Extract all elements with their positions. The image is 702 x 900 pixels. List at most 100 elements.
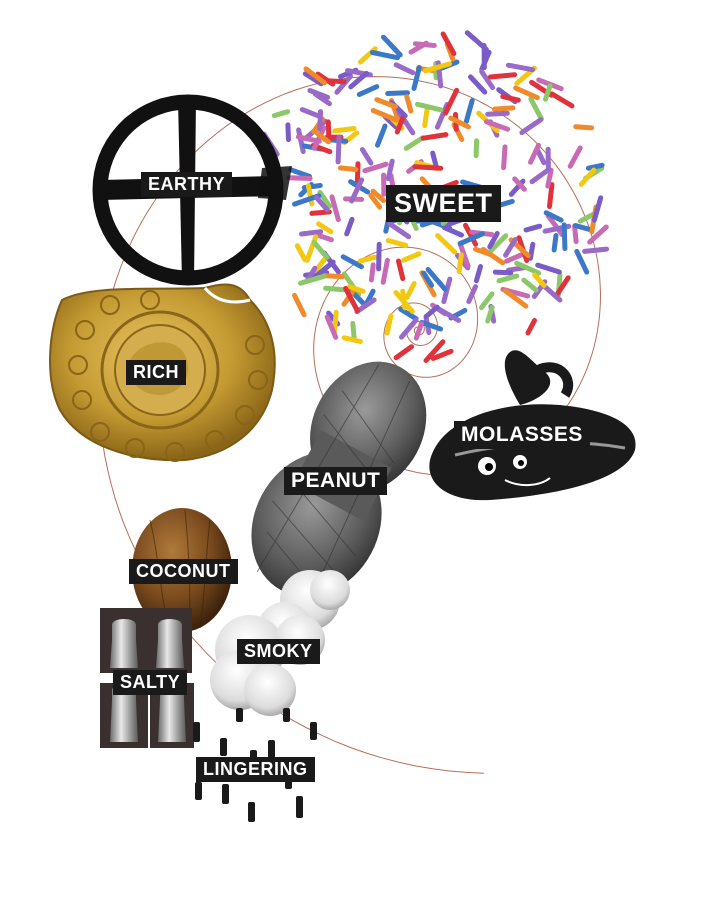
sprinkle bbox=[435, 233, 458, 255]
sprinkle bbox=[334, 73, 353, 95]
sprinkle bbox=[582, 246, 610, 254]
sprinkle bbox=[422, 105, 430, 129]
sprinkle bbox=[271, 109, 291, 119]
sprinkle bbox=[514, 260, 542, 276]
sprinkle bbox=[315, 71, 336, 87]
sprinkle bbox=[463, 222, 479, 247]
sprinkle bbox=[473, 246, 493, 257]
sprinkle bbox=[387, 221, 412, 240]
sprinkle bbox=[359, 147, 374, 166]
sprinkle bbox=[317, 189, 333, 209]
sprinkle bbox=[354, 161, 361, 185]
sprinkle bbox=[316, 221, 334, 235]
sprinkle bbox=[375, 123, 388, 148]
sprinkle bbox=[385, 238, 409, 248]
sprinkle bbox=[547, 182, 555, 209]
sprinkle bbox=[370, 188, 386, 203]
sprinkle bbox=[512, 176, 527, 192]
sprinkle bbox=[528, 142, 541, 165]
sprinkle bbox=[296, 127, 306, 154]
sprinkle bbox=[578, 167, 597, 187]
sprinkle bbox=[299, 107, 321, 119]
sprinkle bbox=[401, 251, 422, 263]
sprinkle bbox=[573, 124, 595, 131]
sprinkle bbox=[500, 94, 521, 103]
sprinkle bbox=[288, 167, 312, 179]
sprinkle bbox=[587, 224, 609, 245]
sprinkle bbox=[335, 134, 342, 165]
sprinkle bbox=[457, 231, 485, 247]
sprinkle bbox=[298, 273, 327, 286]
sprinkle bbox=[442, 225, 464, 238]
sprinkle bbox=[572, 223, 579, 245]
sprinkle bbox=[348, 70, 369, 90]
sprinkle bbox=[356, 84, 380, 97]
sprinkle bbox=[299, 229, 324, 237]
sprinkle bbox=[479, 291, 495, 311]
sprinkle bbox=[545, 167, 554, 189]
sprinkle bbox=[302, 71, 324, 87]
sprinkle bbox=[396, 109, 416, 136]
sprinkle bbox=[421, 270, 434, 288]
sprinkle bbox=[393, 290, 415, 314]
sprinkle bbox=[473, 138, 480, 159]
sprinkle bbox=[567, 145, 583, 169]
sprinkle bbox=[337, 165, 359, 172]
label-earthy: EARTHY bbox=[141, 172, 233, 197]
sprinkle bbox=[585, 162, 605, 171]
sprinkle bbox=[393, 62, 416, 76]
sprinkle bbox=[479, 69, 495, 90]
sprinkle bbox=[343, 285, 360, 314]
sprinkle bbox=[554, 275, 571, 298]
sprinkle bbox=[502, 288, 529, 309]
sprinkle bbox=[398, 306, 419, 322]
label-sweet: SWEET bbox=[386, 185, 501, 223]
sprinkle bbox=[463, 98, 475, 125]
sprinkle bbox=[385, 158, 395, 182]
sprinkle bbox=[380, 257, 390, 285]
sprinkle bbox=[295, 134, 322, 144]
sprinkle bbox=[294, 243, 308, 263]
sprinkle bbox=[440, 31, 457, 57]
sprinkle bbox=[430, 348, 454, 361]
label-coconut: COCONUT bbox=[129, 559, 238, 584]
sprinkle bbox=[411, 64, 422, 91]
sprinkle bbox=[466, 284, 478, 304]
sprinkle bbox=[434, 305, 462, 323]
sprinkle bbox=[340, 254, 364, 270]
sprinkle bbox=[354, 297, 377, 315]
sprinkle bbox=[404, 281, 417, 300]
sprinkle bbox=[349, 177, 365, 204]
sprinkle bbox=[496, 273, 520, 284]
figures-icon bbox=[193, 708, 317, 822]
sprinkle bbox=[456, 252, 464, 274]
sprinkle bbox=[329, 194, 341, 223]
sprinkle bbox=[561, 222, 568, 251]
label-molasses: MOLASSES bbox=[454, 421, 590, 450]
sprinkle bbox=[341, 335, 363, 344]
label-lingering: LINGERING bbox=[196, 757, 315, 782]
sprinkle bbox=[574, 248, 590, 275]
sprinkle bbox=[529, 167, 552, 185]
sprinkle bbox=[324, 314, 339, 340]
sprinkle bbox=[551, 233, 559, 253]
sprinkle bbox=[457, 241, 471, 269]
sprinkle bbox=[381, 34, 403, 58]
sprinkle bbox=[423, 304, 440, 319]
sprinkle bbox=[413, 320, 424, 341]
label-salty: SALTY bbox=[113, 670, 188, 695]
sprinkle bbox=[404, 94, 414, 114]
sprinkle bbox=[485, 304, 495, 324]
sprinkle bbox=[525, 318, 537, 336]
sprinkle bbox=[393, 344, 414, 361]
sprinkle bbox=[314, 195, 330, 213]
sprinkle bbox=[503, 237, 518, 258]
sprinkle bbox=[368, 262, 376, 283]
sprinkle bbox=[543, 210, 564, 223]
sprinkle bbox=[487, 233, 509, 254]
sprinkle bbox=[572, 223, 594, 233]
sprinkle bbox=[532, 272, 547, 288]
sprinkle bbox=[307, 88, 331, 100]
sprinkle bbox=[425, 267, 448, 292]
